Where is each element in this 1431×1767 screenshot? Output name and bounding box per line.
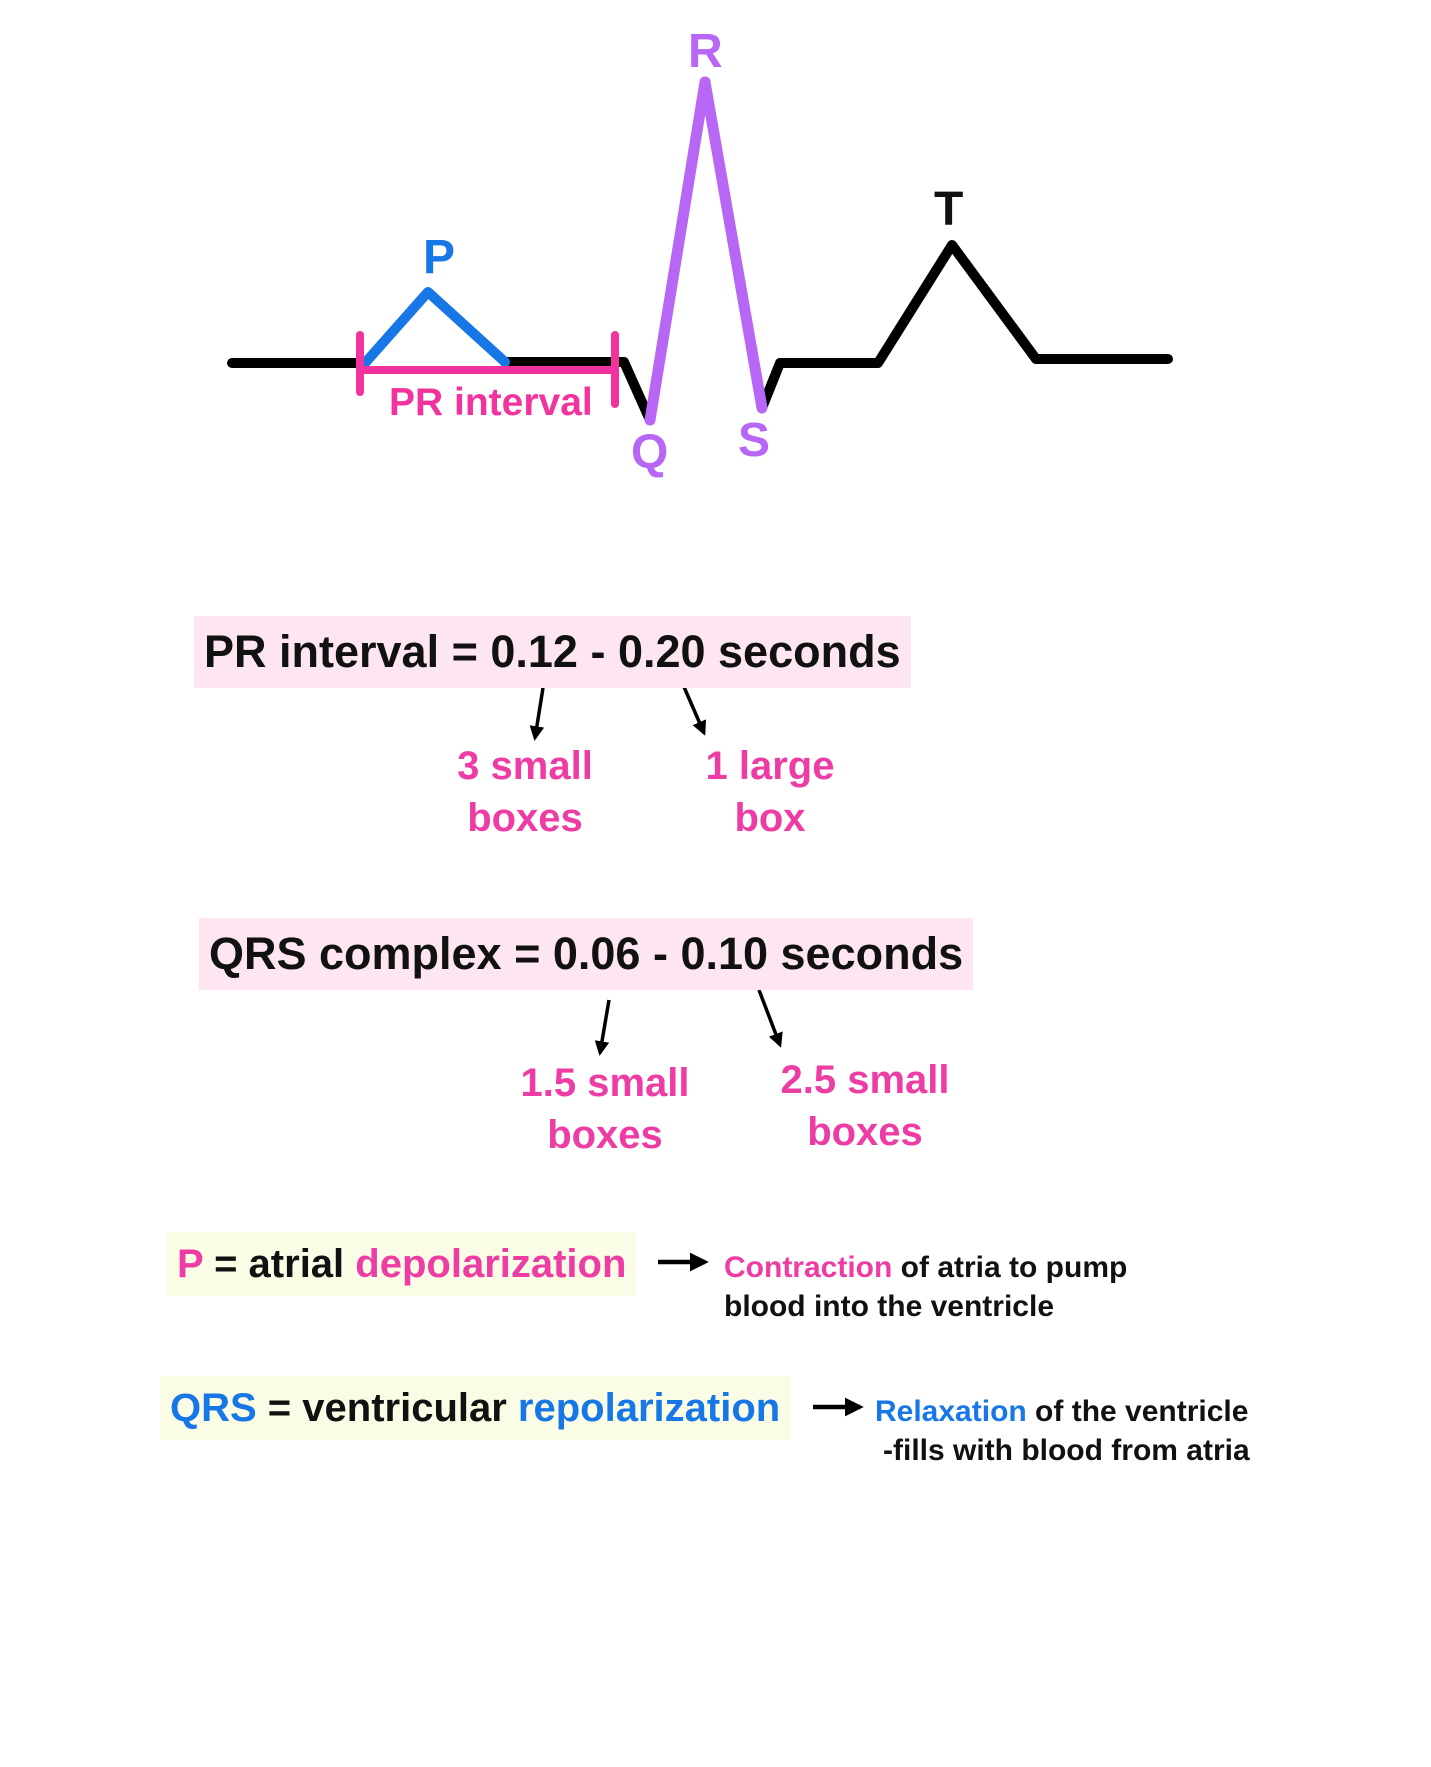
p-result-line2: blood into the ventricle xyxy=(724,1290,1055,1323)
ecg-baseline-pr-segment xyxy=(500,357,655,425)
qrs-result-highlight: Relaxation xyxy=(875,1395,1027,1428)
p-result-line1: Contraction of atria to pump xyxy=(724,1248,1127,1287)
qrs-result-line2: -fills with blood from atria xyxy=(883,1434,1250,1467)
p-term: P xyxy=(177,1242,203,1286)
pr-small-boxes-line2: boxes xyxy=(467,796,583,840)
qrs-left-boxes-note: 1.5 small boxes xyxy=(510,1057,700,1161)
ecg-t-wave xyxy=(757,240,1173,413)
pr-small-boxes-line1: 3 small xyxy=(457,744,593,788)
qrs-result-description: Relaxation of the ventricle -fills with … xyxy=(875,1392,1250,1470)
qrs-definition-highlight: repolarization xyxy=(517,1386,781,1430)
pr-left-arrow xyxy=(529,687,545,741)
qrs-term: QRS xyxy=(170,1386,257,1430)
qrs-complex-equation: QRS complex = 0.06 - 0.10 seconds xyxy=(199,918,974,990)
qrs-definition: QRS = ventricular repolarization xyxy=(160,1376,791,1440)
qrs-right-boxes-line2: boxes xyxy=(807,1110,923,1154)
p-result-description: Contraction of atria to pump blood into … xyxy=(724,1248,1127,1326)
p-definition-highlight: depolarization xyxy=(355,1242,627,1286)
qrs-left-boxes-line2: boxes xyxy=(547,1113,663,1157)
qrs-left-boxes-line1: 1.5 small xyxy=(520,1061,690,1105)
p-definition-middle: = atrial xyxy=(202,1242,356,1286)
label-t: T xyxy=(934,183,964,236)
p-wave-definition: P = atrial depolarization xyxy=(167,1232,637,1296)
qrs-right-boxes-line1: 2.5 small xyxy=(780,1058,950,1102)
p-result-rest: of atria to pump xyxy=(892,1251,1128,1284)
label-pr-interval: PR interval xyxy=(389,381,593,424)
label-q: Q xyxy=(631,426,669,479)
qrs-right-arrow xyxy=(757,989,783,1048)
ecg-qrs-complex xyxy=(644,76,768,426)
pr-large-box-line1: 1 large xyxy=(705,744,835,788)
pr-right-arrow xyxy=(679,679,707,736)
label-p: P xyxy=(423,231,456,284)
qrs-definition-middle: = ventricular xyxy=(256,1386,518,1430)
pr-large-box-line2: box xyxy=(734,796,806,840)
qrs-result-line1: Relaxation of the ventricle xyxy=(875,1392,1250,1431)
pr-interval-equation: PR interval = 0.12 - 0.20 seconds xyxy=(194,616,911,688)
qrs-result-rest: of the ventricle xyxy=(1026,1395,1249,1428)
p-result-highlight: Contraction xyxy=(724,1251,893,1284)
ecg-p-wave xyxy=(360,287,510,368)
qrs-left-arrow xyxy=(594,999,611,1056)
qrs-right-boxes-note: 2.5 small boxes xyxy=(770,1054,960,1158)
pr-large-box-note: 1 large box xyxy=(690,740,850,844)
label-r: R xyxy=(688,25,723,78)
pr-small-boxes-note: 3 small boxes xyxy=(440,740,610,844)
label-s: S xyxy=(738,414,771,467)
